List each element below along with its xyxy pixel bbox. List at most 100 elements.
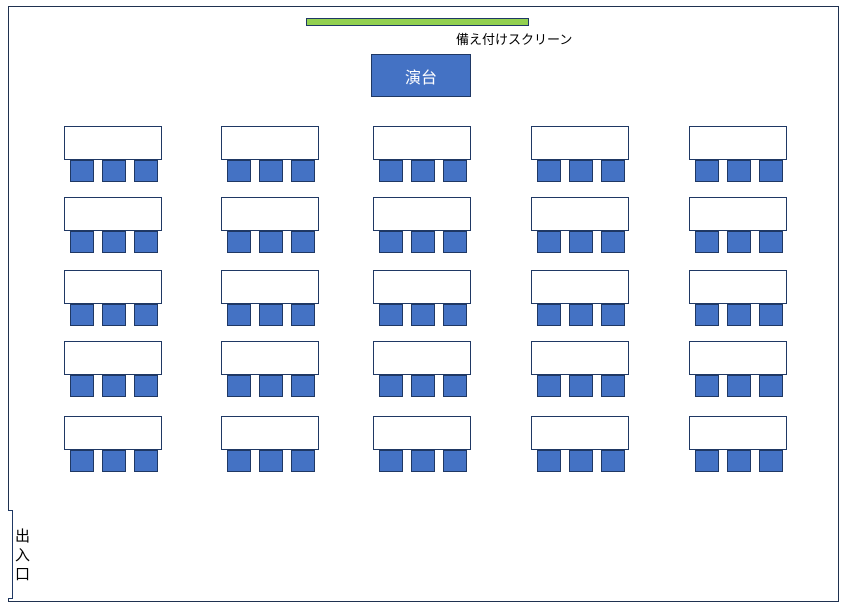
table [689, 197, 787, 231]
chair [227, 231, 251, 253]
entrance-char: 口 [15, 565, 31, 583]
chair [569, 231, 593, 253]
chair [379, 160, 403, 182]
podium-label: 演台 [404, 67, 437, 87]
entrance-char: 入 [15, 546, 31, 564]
chair [291, 375, 315, 397]
podium: 演台 [371, 54, 471, 97]
chair [537, 231, 561, 253]
chair [695, 304, 719, 326]
chair [379, 450, 403, 472]
chair [695, 450, 719, 472]
chair [379, 231, 403, 253]
chair [411, 160, 435, 182]
chair [259, 231, 283, 253]
chair [537, 160, 561, 182]
chair [443, 304, 467, 326]
entrance-door [8, 510, 13, 599]
chair [727, 450, 751, 472]
chair [227, 304, 251, 326]
chair [727, 231, 751, 253]
chair [70, 375, 94, 397]
chair [134, 375, 158, 397]
table [221, 126, 319, 160]
table [689, 416, 787, 450]
entrance-char: 出 [15, 527, 31, 545]
chair [759, 375, 783, 397]
chair [443, 375, 467, 397]
chair [601, 231, 625, 253]
chair [601, 375, 625, 397]
chair [134, 304, 158, 326]
chair [569, 304, 593, 326]
table [689, 126, 787, 160]
chair [537, 304, 561, 326]
chair [695, 375, 719, 397]
chair [411, 231, 435, 253]
table [221, 270, 319, 304]
chair [291, 450, 315, 472]
chair [134, 231, 158, 253]
table [689, 341, 787, 375]
chair [259, 304, 283, 326]
table [64, 341, 162, 375]
chair [443, 160, 467, 182]
chair [601, 304, 625, 326]
chair [102, 160, 126, 182]
chair [379, 375, 403, 397]
chair [443, 450, 467, 472]
chair [759, 304, 783, 326]
table [64, 197, 162, 231]
chair [727, 375, 751, 397]
chair [227, 160, 251, 182]
screen-label: 備え付けスクリーン [456, 33, 573, 48]
table [531, 416, 629, 450]
chair [695, 160, 719, 182]
table [221, 416, 319, 450]
chair [134, 160, 158, 182]
chair [569, 375, 593, 397]
chair [411, 375, 435, 397]
table [373, 341, 471, 375]
chair [537, 375, 561, 397]
table [531, 270, 629, 304]
chair [443, 231, 467, 253]
chair [411, 450, 435, 472]
table [373, 270, 471, 304]
table [221, 341, 319, 375]
chair [227, 375, 251, 397]
chair [70, 450, 94, 472]
table [64, 270, 162, 304]
chair [291, 231, 315, 253]
chair [102, 375, 126, 397]
screen [306, 18, 529, 26]
chair [259, 450, 283, 472]
chair [601, 450, 625, 472]
chair [259, 160, 283, 182]
chair [601, 160, 625, 182]
table [64, 416, 162, 450]
chair [727, 160, 751, 182]
chair [411, 304, 435, 326]
chair [134, 450, 158, 472]
chair [569, 160, 593, 182]
table [373, 126, 471, 160]
chair [102, 304, 126, 326]
chair [727, 304, 751, 326]
chair [759, 160, 783, 182]
chair [569, 450, 593, 472]
chair [695, 231, 719, 253]
chair [102, 450, 126, 472]
table [689, 270, 787, 304]
chair [70, 160, 94, 182]
table [221, 197, 319, 231]
chair [259, 375, 283, 397]
chair [537, 450, 561, 472]
table [531, 341, 629, 375]
chair [291, 304, 315, 326]
table [373, 416, 471, 450]
chair [759, 450, 783, 472]
chair [102, 231, 126, 253]
chair [379, 304, 403, 326]
chair [759, 231, 783, 253]
